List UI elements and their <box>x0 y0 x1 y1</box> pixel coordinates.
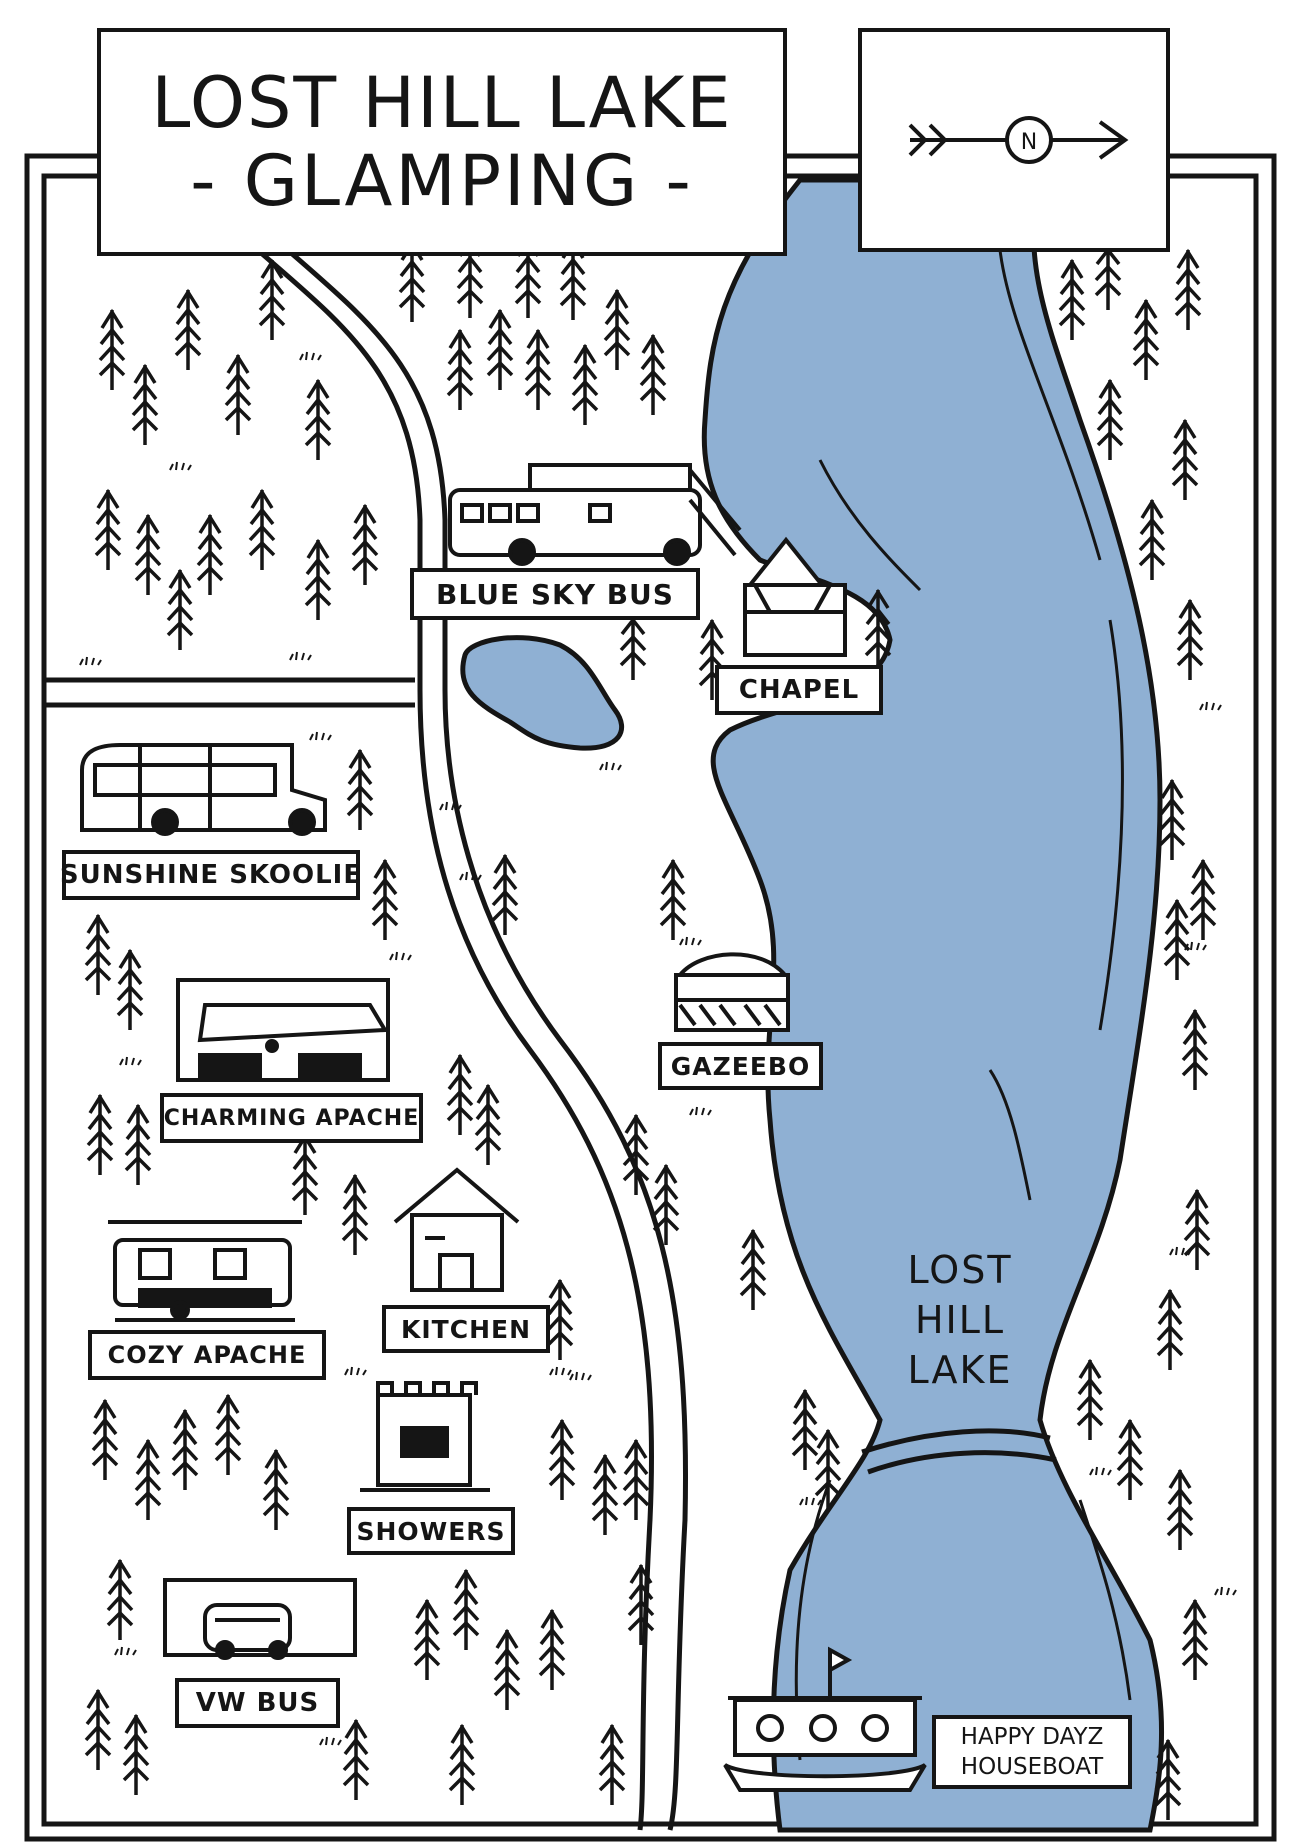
label-blue-sky-bus[interactable]: BLUE SKY BUS <box>410 568 700 620</box>
label-gazeebo[interactable]: GAZEEBO <box>658 1042 823 1090</box>
label-charming-apache[interactable]: CHARMING APACHE <box>160 1093 423 1143</box>
gazebo-icon <box>674 952 790 1032</box>
camper-icon <box>108 1220 302 1322</box>
road <box>46 250 688 1831</box>
label-showers[interactable]: SHOWERS <box>347 1507 515 1555</box>
compass-icon: N <box>908 116 1129 164</box>
school-bus-icon <box>80 743 327 836</box>
title-line-1: LOST HILL LAKE <box>151 62 733 144</box>
lake-label-line-2: LAKE <box>907 1348 1013 1392</box>
label-kitchen[interactable]: KITCHEN <box>382 1305 550 1353</box>
bus-icon <box>448 463 742 566</box>
camper-icon <box>176 978 390 1082</box>
label-vw-bus[interactable]: VW BUS <box>175 1678 340 1728</box>
van-icon <box>163 1578 357 1660</box>
label-sunshine-skoolie[interactable]: SUNSHINE SKOOLIE <box>60 850 361 900</box>
shower-house-icon <box>360 1381 490 1492</box>
chapel-icon <box>743 536 847 657</box>
lake-water <box>460 177 1165 1833</box>
map-title: LOST HILL LAKE - GLAMPING - <box>97 28 787 256</box>
label-chapel[interactable]: CHAPEL <box>715 665 883 715</box>
houseboat-label-line-2: HOUSEBOAT <box>960 1754 1104 1780</box>
compass-letter: N <box>1021 130 1037 155</box>
title-line-2: - GLAMPING - <box>190 140 694 222</box>
houseboat-label-line-1: HAPPY DAYZ <box>960 1724 1104 1750</box>
houseboat-icon <box>723 1646 927 1792</box>
lake-label-line-1: LOST HILL <box>907 1248 1013 1342</box>
cabin-icon <box>393 1167 520 1292</box>
lake-label: LOST HILL LAKE <box>860 1245 1060 1395</box>
label-cozy-apache[interactable]: COZY APACHE <box>88 1330 326 1380</box>
label-happy-dayz-houseboat[interactable]: HAPPY DAYZ HOUSEBOAT <box>932 1715 1132 1789</box>
